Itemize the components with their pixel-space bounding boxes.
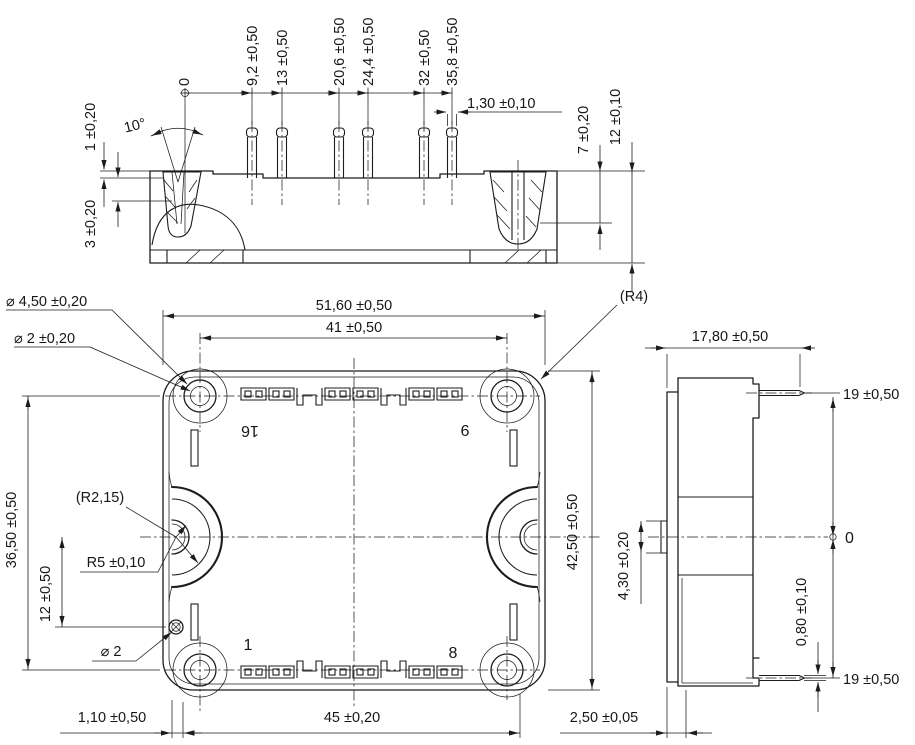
front-pin5-label: 32 ±0,50: [417, 30, 433, 86]
front-pin-width-dim: [434, 109, 562, 126]
front-angle-dim: [150, 126, 204, 183]
plan-bump-radius-label: R5 ±0,10: [87, 555, 146, 571]
side-top-pin: [746, 389, 812, 397]
plan-small-hole-offset-label: 12 ±0,50: [38, 566, 54, 622]
front-left-clip-slot: [151, 171, 246, 251]
front-body-height-label: 12 ±0,10: [608, 89, 624, 145]
front-angle-label: 10°: [122, 116, 147, 137]
side-depth-dim: [645, 345, 815, 388]
plan-castellations-top: [240, 387, 463, 406]
front-pin1-label: 9,2 ±0,50: [245, 26, 261, 86]
plan-small-hole-dia-label: ⌀ 2: [101, 644, 122, 660]
front-height-dims: [540, 142, 645, 292]
front-right-bushing: [489, 160, 547, 252]
plan-corner-radius-label: (R4): [620, 289, 648, 305]
plan-overall-width-label: 51,60 ±0,50: [316, 298, 393, 314]
plan-edge-offset-label: 1,10 ±0,50: [78, 710, 146, 726]
plan-pin16-label: 16: [241, 422, 259, 439]
plan-height-dim: [548, 370, 600, 691]
side-depth-label: 17,80 ±0,50: [692, 329, 769, 345]
front-pin3-label: 20,6 ±0,50: [332, 18, 348, 86]
plan-bottom-dims: [60, 694, 521, 738]
plan-hole-dia-leaders: [6, 309, 191, 662]
plan-pin8-label: 8: [449, 645, 458, 662]
side-pin-top-dim: [806, 392, 840, 537]
side-view: 17,80 ±0,50 19 ±0,50 0 4,30 ±0,20 0,80 ±…: [560, 329, 899, 738]
plan-view: ⌀ 4,50 ±0,20 ⌀ 2 ±0,20 51,60 ±0,50 41 ±0…: [4, 289, 648, 738]
side-baseplate-dim: [560, 687, 712, 738]
side-datum: [648, 533, 837, 541]
plan-hole-spacing-x-label: 41 ±0,50: [326, 320, 382, 336]
side-bottom-pin: [746, 674, 812, 682]
front-pins: [245, 121, 459, 205]
side-pin-bottom-dim: [806, 537, 840, 679]
front-pin4-label: 24,4 ±0,50: [361, 18, 377, 86]
side-pin-bottom-height-label: 19 ±0,50: [843, 672, 899, 688]
side-pin-top-height-label: 19 ±0,50: [843, 387, 899, 403]
plan-radius-leaders: [80, 506, 199, 573]
plan-hole-spacing-y-label: 36,50 ±0,50: [4, 492, 20, 569]
front-base-right-block: [469, 249, 547, 264]
front-pin-position-dims: [180, 87, 453, 125]
side-pin-thickness-dim: [804, 642, 826, 712]
front-pin6-label: 35,8 ±0,50: [445, 18, 461, 86]
front-view: 0 9,2 ±0,50 13 ±0,50 20,6 ±0,50 24,4 ±0,…: [83, 18, 645, 292]
plan-pin9-label: 9: [460, 421, 469, 438]
plan-hole-dia-label: ⌀ 2 ±0,20: [14, 331, 75, 347]
plan-right-bump: [485, 471, 541, 603]
side-pedestal-height-label: 4,30 ±0,20: [616, 532, 632, 600]
plan-hole-spacing-y-dim: [22, 395, 160, 671]
plan-hole-boss-dia-label: ⌀ 4,50 ±0,20: [6, 294, 87, 310]
front-clip-depth-label: 3 ±0,20: [83, 200, 99, 248]
front-pin-width-label: 1,30 ±0,10: [467, 96, 535, 112]
plan-small-hole-offset-dim: [55, 537, 166, 628]
front-pin2-label: 13 ±0,50: [275, 30, 291, 86]
side-pin-thickness-label: 0,80 ±0,10: [794, 578, 810, 646]
side-baseplate-thickness-label: 2,50 ±0,05: [570, 710, 638, 726]
front-rim-label: 1 ±0,20: [83, 103, 99, 151]
front-rim-dim: [100, 142, 163, 207]
front-clip-depth-dim: [112, 152, 172, 227]
front-base-left-block: [166, 249, 244, 264]
plan-small-hole: [168, 619, 184, 635]
plan-notch-radius-label: (R2,15): [76, 490, 124, 506]
side-datum-label: 0: [845, 530, 854, 547]
plan-width-dims: [162, 310, 546, 365]
front-datum-label: 0: [177, 78, 193, 86]
plan-overall-height-label: 42,50 ±0,50: [565, 494, 581, 571]
plan-side-ribs: [190, 429, 518, 641]
plan-castellations-bottom: [240, 660, 463, 679]
plan-r4-leader: [540, 304, 618, 380]
plan-mounting-holes: [172, 368, 535, 698]
side-pedestal-dim: [638, 520, 666, 604]
plan-pin1-label: 1: [244, 637, 253, 654]
front-bushing-depth-label: 7 ±0,20: [576, 106, 592, 154]
plan-left-bump: [168, 471, 224, 603]
plan-pin-row-span-label: 45 ±0,20: [324, 710, 380, 726]
